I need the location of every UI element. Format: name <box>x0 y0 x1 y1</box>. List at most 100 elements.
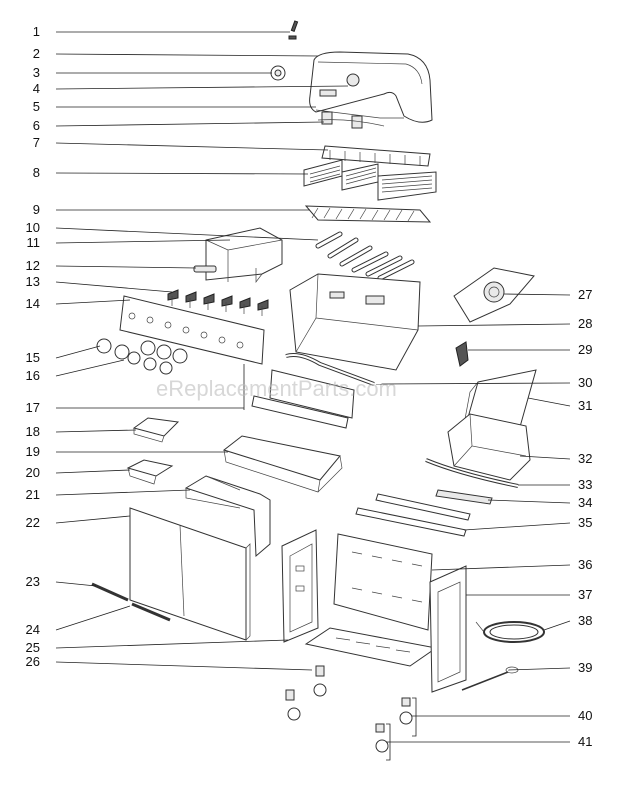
callout-label-8: 8 <box>33 165 40 180</box>
callout-label-9: 9 <box>33 202 40 217</box>
leader-line-26 <box>55 661 313 671</box>
callout-label-34: 34 <box>578 495 592 510</box>
part-38-coil-hose <box>475 621 545 643</box>
callout-label-2: 2 <box>33 46 40 61</box>
callout-label-27: 27 <box>578 287 592 302</box>
callout-29: 29 <box>468 342 592 357</box>
callout-30: 30 <box>375 375 592 390</box>
left-callouts: 1234567891011121314151617181920212223242… <box>26 24 349 671</box>
watermark: eReplacementParts.com <box>156 376 397 401</box>
part-32-side-box <box>447 413 531 481</box>
callout-label-11: 11 <box>27 235 41 250</box>
callout-label-17: 17 <box>26 400 40 415</box>
callout-label-35: 35 <box>578 515 592 530</box>
callout-label-16: 16 <box>26 368 40 383</box>
leader-line-18 <box>55 429 137 433</box>
part-8-cooking-grates <box>303 159 437 201</box>
part-21-side-panel <box>184 475 271 558</box>
part-40-41-casters <box>375 697 413 753</box>
callout-18: 18 <box>26 424 137 439</box>
callout-9: 9 <box>33 202 310 217</box>
callout-7: 7 <box>33 135 329 151</box>
callout-13: 13 <box>26 274 173 293</box>
part-10-burner-tubes <box>315 231 415 281</box>
leader-line-31 <box>527 397 571 407</box>
callout-12: 12 <box>26 258 197 273</box>
part-14-control-panel <box>119 295 265 365</box>
part-casters <box>285 665 327 721</box>
part-36-rear-panel <box>333 533 433 631</box>
leader-line-25 <box>55 639 289 649</box>
leader-line-15 <box>55 345 101 359</box>
leader-line-24 <box>55 605 131 631</box>
part-7-warming-rack <box>321 145 431 167</box>
callout-26: 26 <box>26 654 313 671</box>
callout-4: 4 <box>33 81 349 96</box>
callout-label-6: 6 <box>33 118 40 133</box>
callout-label-28: 28 <box>578 316 592 331</box>
callout-label-19: 19 <box>26 444 40 459</box>
callout-25: 25 <box>26 639 289 655</box>
part-37-right-frame <box>429 565 467 693</box>
callout-label-23: 23 <box>26 574 40 589</box>
callout-16: 16 <box>26 359 125 383</box>
callout-label-3: 3 <box>33 65 40 80</box>
callout-label-26: 26 <box>26 654 40 669</box>
part-6-handle-brackets <box>317 111 385 129</box>
callout-3: 3 <box>33 65 272 80</box>
callout-23: 23 <box>26 574 97 589</box>
part-13-valves <box>167 289 269 316</box>
callout-label-25: 25 <box>26 640 40 655</box>
callout-15: 15 <box>26 345 101 365</box>
callout-28: 28 <box>417 316 592 331</box>
callout-label-20: 20 <box>26 465 40 480</box>
leader-line-23 <box>55 581 97 587</box>
leader-line-27 <box>503 293 571 296</box>
part-22-doors <box>129 507 251 641</box>
callout-label-29: 29 <box>578 342 592 357</box>
part-29-valve <box>455 341 469 367</box>
callout-8: 8 <box>33 165 309 180</box>
leader-line-13 <box>55 281 173 293</box>
callout-label-37: 37 <box>578 587 592 602</box>
part-25-left-frame <box>281 529 319 643</box>
callout-label-7: 7 <box>33 135 40 150</box>
callout-2: 2 <box>33 46 319 61</box>
callout-label-36: 36 <box>578 557 592 572</box>
callout-35: 35 <box>463 515 592 531</box>
part-18-drip-tray <box>132 417 180 443</box>
callout-label-5: 5 <box>33 99 40 114</box>
leader-line-36 <box>431 564 571 571</box>
leader-line-34 <box>487 499 571 504</box>
callout-label-24: 24 <box>26 622 40 637</box>
callout-label-21: 21 <box>26 487 40 502</box>
callout-24: 24 <box>26 605 131 637</box>
callout-19: 19 <box>26 444 228 459</box>
leader-line-6 <box>55 121 325 127</box>
part-23-24-door-handles <box>91 582 171 622</box>
callout-label-33: 33 <box>578 477 592 492</box>
leader-line-8 <box>55 172 309 175</box>
part-35-rails <box>355 493 471 537</box>
leader-line-35 <box>463 522 571 531</box>
callout-label-12: 12 <box>26 258 40 273</box>
leader-line-12 <box>55 265 197 269</box>
part-26-bottom-shelf <box>304 627 438 667</box>
callout-34: 34 <box>487 495 592 510</box>
bracket-40 <box>412 697 417 737</box>
leader-line-32 <box>519 455 571 460</box>
leader-line-30 <box>375 382 571 385</box>
leader-line-10 <box>55 227 319 241</box>
callout-40: 40 <box>412 708 592 723</box>
callout-label-13: 13 <box>26 274 40 289</box>
callout-41: 41 <box>386 734 592 749</box>
part-20-drip-pan <box>126 459 174 485</box>
callout-label-30: 30 <box>578 375 592 390</box>
bracket-41 <box>386 723 391 761</box>
callout-39: 39 <box>507 660 592 675</box>
part-19-catch-pan <box>222 435 343 493</box>
callout-label-38: 38 <box>578 613 592 628</box>
leader-line-2 <box>55 53 319 57</box>
